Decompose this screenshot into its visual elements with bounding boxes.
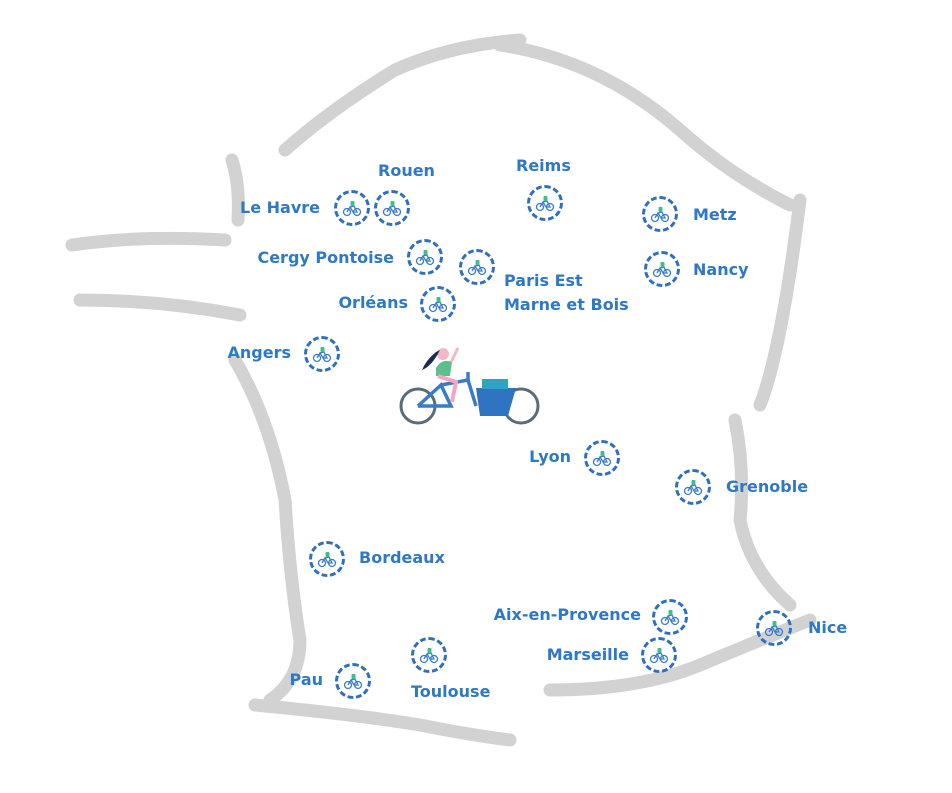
bike-icon	[415, 250, 435, 266]
label-marne-et-bois[interactable]: Marne et Bois	[504, 295, 629, 314]
bike-icon	[419, 648, 439, 664]
marker-reims[interactable]	[527, 185, 563, 221]
bike-icon	[342, 201, 362, 217]
marker-grenoble[interactable]	[675, 469, 711, 505]
marker-angers[interactable]	[304, 336, 340, 372]
marker-pau[interactable]	[335, 663, 371, 699]
marker-le-havre[interactable]	[334, 190, 370, 226]
label-angers[interactable]: Angers	[227, 343, 292, 362]
bike-icon	[317, 552, 337, 568]
marker-aix-en-provence[interactable]	[652, 599, 688, 635]
label-lyon[interactable]: Lyon	[529, 447, 571, 466]
label-grenoble[interactable]: Grenoble	[726, 477, 809, 496]
bike-icon	[382, 201, 402, 217]
marker-bordeaux[interactable]	[309, 541, 345, 577]
marker-orleans[interactable]	[420, 286, 456, 322]
label-orleans[interactable]: Orléans	[338, 293, 408, 312]
bike-icon	[764, 621, 784, 637]
bike-icon	[660, 610, 680, 626]
label-aix-en-provence[interactable]: Aix-en-Provence	[493, 605, 641, 624]
bike-icon	[650, 207, 670, 223]
label-paris-est[interactable]: Paris Est	[504, 271, 583, 290]
marker-rouen[interactable]	[374, 190, 410, 226]
marker-paris-est[interactable]	[459, 249, 495, 285]
marker-toulouse[interactable]	[411, 637, 447, 673]
label-le-havre[interactable]: Le Havre	[240, 198, 320, 217]
bike-icon	[467, 260, 487, 276]
label-bordeaux[interactable]: Bordeaux	[359, 548, 445, 567]
label-reims[interactable]: Reims	[516, 156, 571, 175]
label-toulouse[interactable]: Toulouse	[411, 682, 491, 701]
label-nice[interactable]: Nice	[808, 618, 848, 637]
bike-icon	[535, 196, 555, 212]
label-pau[interactable]: Pau	[289, 670, 323, 689]
label-metz[interactable]: Metz	[693, 205, 737, 224]
bike-icon	[312, 347, 332, 363]
label-nancy[interactable]: Nancy	[693, 260, 749, 279]
bike-icon	[343, 674, 363, 690]
marker-marseille[interactable]	[641, 637, 677, 673]
bike-icon	[428, 297, 448, 313]
marker-metz[interactable]	[642, 196, 678, 232]
label-marseille[interactable]: Marseille	[546, 645, 629, 664]
marker-lyon[interactable]	[584, 440, 620, 476]
label-cergy-pontoise[interactable]: Cergy Pontoise	[257, 248, 394, 267]
bike-icon	[652, 262, 672, 278]
cargo-bike-rider-illustration	[396, 340, 546, 434]
bike-icon	[592, 451, 612, 467]
marker-nice[interactable]	[756, 610, 792, 646]
marker-nancy[interactable]	[644, 251, 680, 287]
bike-icon	[683, 480, 703, 496]
label-rouen[interactable]: Rouen	[378, 161, 435, 180]
bike-icon	[649, 648, 669, 664]
marker-cergy-pontoise[interactable]	[407, 239, 443, 275]
